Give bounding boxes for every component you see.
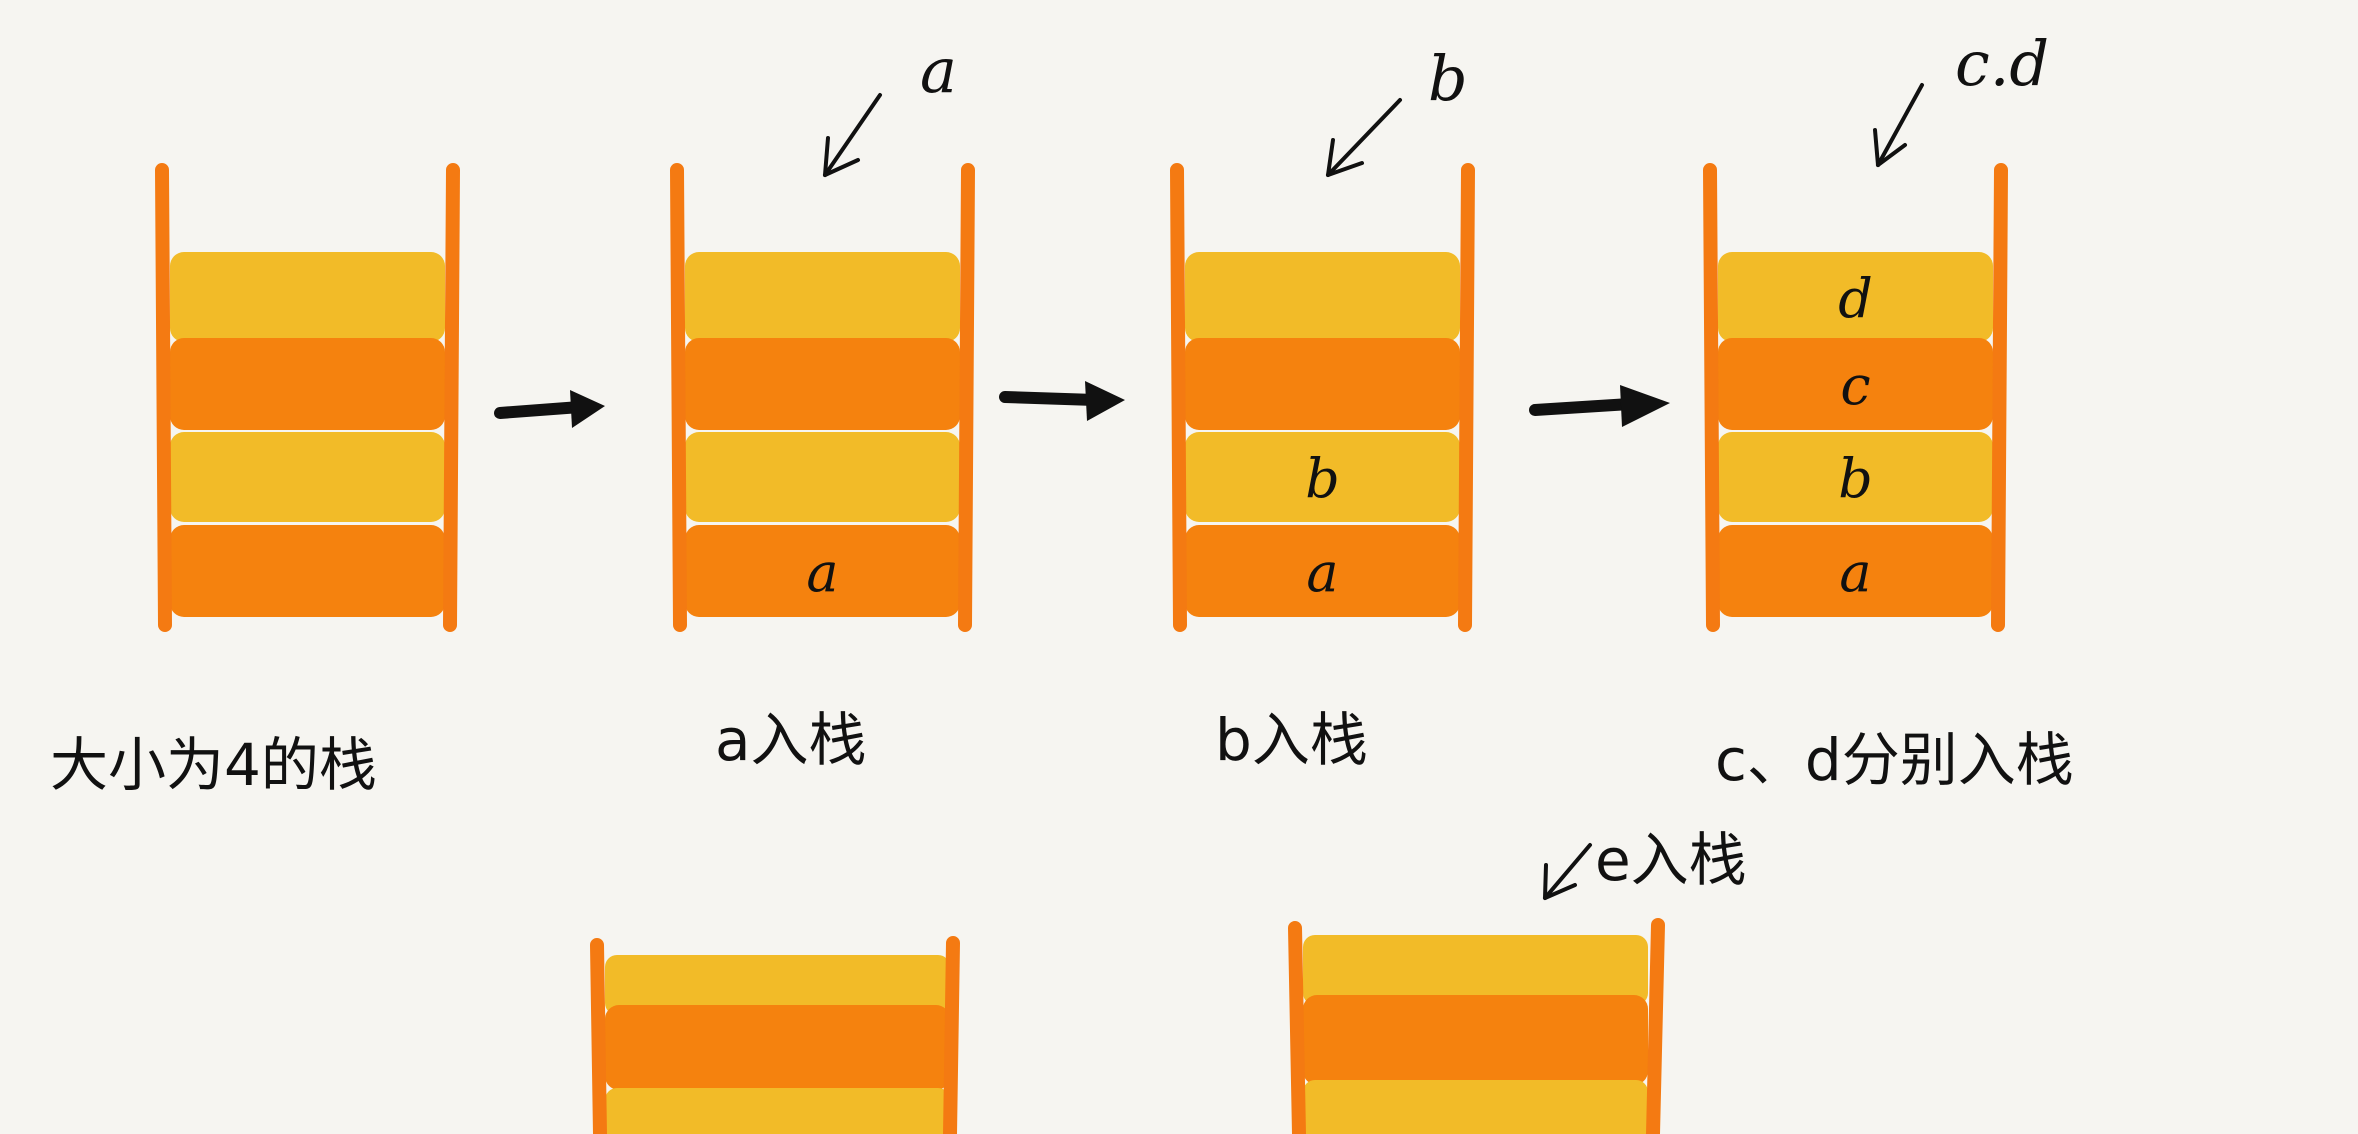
stack-wall-left: [1703, 163, 1720, 632]
stack-slot-label: a: [806, 541, 838, 604]
push-label-cd: c.d: [1955, 27, 2049, 100]
bottom-stack-2: [1288, 918, 1665, 1134]
stack-slot: [1185, 525, 1460, 617]
stack-slot: [1718, 525, 1993, 617]
stack-wall-right: [1991, 163, 2008, 632]
caption-empty-stack: 大小为4的栈: [50, 731, 377, 799]
stack-3: ba: [1170, 163, 1475, 632]
caption-push-cd: c、d分别入栈: [1715, 726, 2074, 794]
stack-slot-label: a: [1839, 541, 1871, 604]
stack-slot: [1185, 432, 1460, 522]
stack-slot: [170, 525, 445, 617]
stack-1: [155, 163, 460, 632]
stack-slot: [1185, 252, 1460, 342]
stack-slot: [170, 338, 445, 430]
stack-slot: [1718, 432, 1993, 522]
stack-slot: [685, 432, 960, 522]
stack-slot-label: b: [1305, 447, 1340, 510]
stack-slot: [685, 252, 960, 342]
stack-wall-left: [155, 163, 172, 632]
caption-push-b: b入栈: [1215, 706, 1368, 774]
bottom-stack-1: [590, 936, 960, 1134]
stack-slot: [170, 432, 445, 522]
push-label-e: e入栈: [1595, 826, 1747, 894]
push-arrow-cd: [1873, 83, 1924, 167]
stack-wall-right: [1458, 163, 1475, 632]
stack-wall-right: [958, 163, 975, 632]
stack-slot: [685, 525, 960, 617]
stack-wall-right: [443, 163, 460, 632]
transition-arrow-1: [494, 390, 605, 428]
push-label-a: a: [920, 34, 957, 107]
stack-slot-label: d: [1838, 267, 1873, 330]
stack-slot: [170, 252, 445, 342]
push-arrow-e: [1543, 843, 1592, 900]
stack-slot: [1718, 252, 1993, 342]
stack-slot-label: a: [1306, 541, 1338, 604]
stack-wall-left: [1170, 163, 1187, 632]
stack-2: a: [670, 163, 975, 632]
stack-slot: [1718, 338, 1993, 430]
transition-arrow-3: [1529, 385, 1670, 427]
push-label-b: b: [1428, 42, 1468, 115]
stack-slot: [685, 338, 960, 430]
push-arrow-b: [1326, 98, 1402, 177]
transition-arrow-2: [999, 381, 1125, 421]
caption-push-a: a入栈: [715, 706, 867, 774]
stack-wall-left: [670, 163, 687, 632]
push-arrow-a: [823, 93, 882, 177]
stack-slot: [1185, 338, 1460, 430]
stack-slot-label: b: [1838, 447, 1873, 510]
stack-slot-label: c: [1840, 354, 1870, 417]
